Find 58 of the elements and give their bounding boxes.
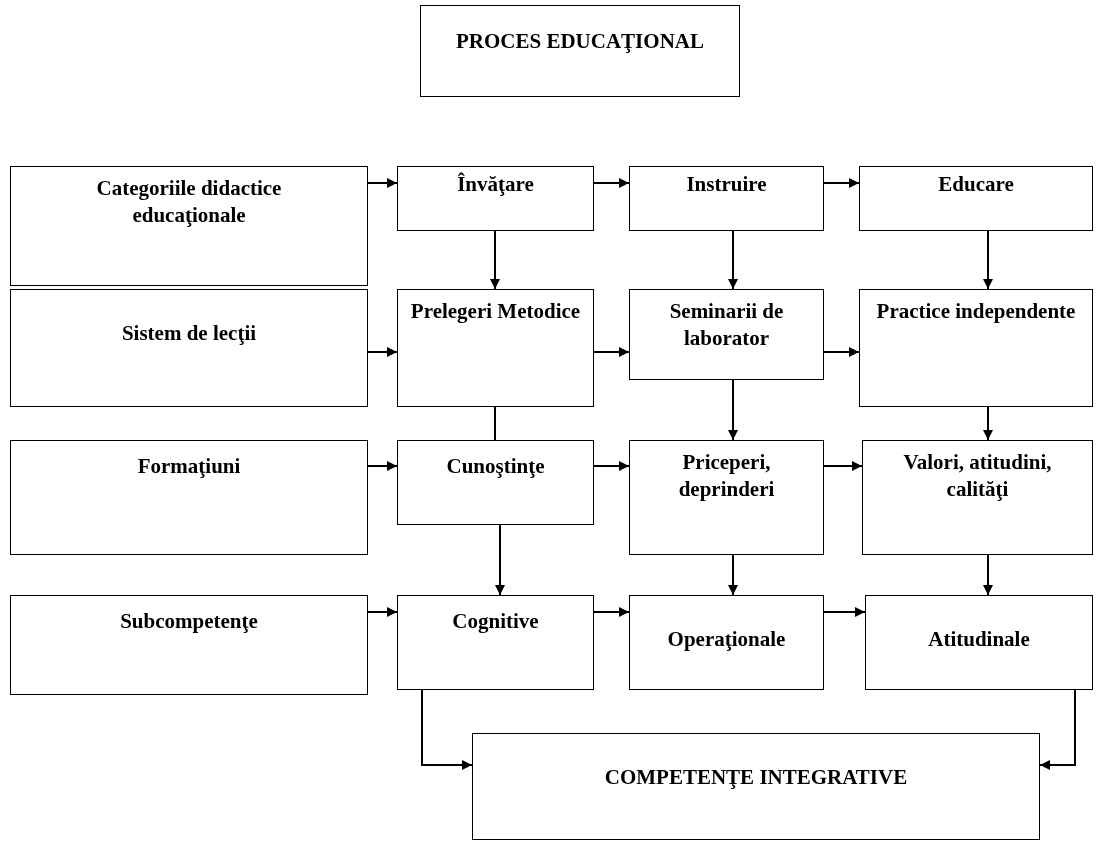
arrow [728, 379, 738, 441]
arrow [593, 607, 630, 617]
box-label: Instruire [686, 171, 767, 198]
box-label: Prelegeri Metodice [410, 298, 581, 325]
box-label: Sistem de lecţii [121, 320, 257, 347]
box-label: Formaţiuni [137, 453, 241, 480]
box-label: Educare [938, 171, 1014, 198]
text-box [629, 595, 824, 690]
arrow [983, 554, 993, 596]
text-box [397, 595, 594, 690]
box-label: Cognitive [452, 608, 539, 635]
arrow [823, 461, 863, 471]
arrow [367, 607, 398, 617]
text-box [397, 289, 594, 407]
text-box [397, 166, 594, 231]
text-box [859, 289, 1093, 407]
arrow [823, 607, 866, 617]
arrow [593, 347, 630, 357]
box-label: Practice independente [876, 298, 1076, 325]
text-box [629, 166, 824, 231]
box-label: Atitudinale [928, 626, 1030, 653]
arrow [593, 178, 630, 188]
box-label: Subcompetenţe [120, 608, 258, 635]
box-label: Seminarii de laborator [668, 298, 785, 352]
text-box [10, 440, 368, 555]
arrow [823, 347, 860, 357]
box-label: COMPETENŢE INTEGRATIVE [604, 764, 908, 791]
box-label: Operaţionale [667, 626, 786, 653]
arrow [495, 524, 505, 596]
box-label: Priceperi, deprinderi [677, 449, 776, 503]
text-box [472, 733, 1040, 840]
arrow [367, 178, 398, 188]
arrow [367, 347, 398, 357]
arrow [490, 230, 500, 290]
arrow [823, 178, 860, 188]
text-box [10, 289, 368, 407]
arrow [983, 230, 993, 290]
text-box [865, 595, 1093, 690]
text-box [397, 440, 594, 525]
arrow [983, 406, 993, 441]
arrow [1039, 689, 1076, 770]
text-box [862, 440, 1093, 555]
text-box [420, 5, 740, 97]
text-box [10, 166, 368, 286]
box-label: Cunoştinţe [446, 453, 545, 480]
box-label: Valori, atitudini, calităţi [902, 449, 1053, 503]
text-box [859, 166, 1093, 231]
arrow [367, 461, 398, 471]
box-label: Categoriile didactice educaţionale [95, 175, 283, 229]
arrow [728, 554, 738, 596]
arrow [421, 689, 473, 770]
text-box [629, 440, 824, 555]
arrow [728, 230, 738, 290]
arrow [593, 461, 630, 471]
text-box [10, 595, 368, 695]
box-label: Învăţare [457, 171, 534, 198]
box-label: PROCES EDUCAŢIONAL [456, 28, 704, 55]
text-box [629, 289, 824, 380]
